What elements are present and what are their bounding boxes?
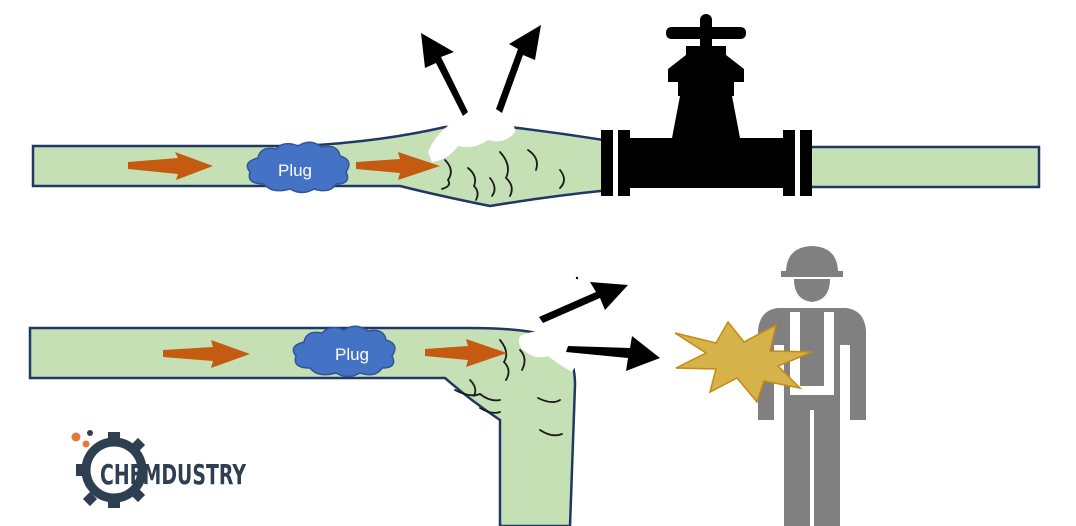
top-burst-arrow-left (421, 33, 468, 116)
gear-logo-icon (71, 430, 147, 508)
top-flow-arrow-2 (356, 152, 440, 180)
bottom-flow-arrows (163, 339, 507, 368)
bottom-rupture-opening (518, 331, 577, 372)
bottom-burst-arrow-lower (566, 336, 660, 371)
worker-icon (758, 246, 866, 526)
gate-valve-icon (601, 14, 812, 196)
bottom-burst-arrows (539, 276, 660, 371)
top-flow-arrow-1 (128, 152, 213, 180)
logo-text: CHEMDUSTRY (100, 458, 246, 491)
bottom-scene: Plug (28, 246, 866, 526)
impact-star-icon (674, 320, 813, 404)
chemdustry-logo: CHEMDUSTRY (71, 430, 246, 508)
top-burst-arrow-right (496, 25, 541, 113)
bottom-flow-arrow-2 (425, 339, 507, 367)
top-pipe-right (806, 145, 1041, 189)
bottom-rupture-cracks (454, 339, 563, 437)
top-plug: Plug (246, 141, 350, 194)
top-flow-arrows (128, 152, 440, 180)
top-plug-label: Plug (278, 161, 312, 180)
bottom-flow-arrow-1 (163, 340, 250, 368)
top-rupture-opening (428, 114, 515, 162)
top-rupture-cracks (441, 149, 565, 201)
top-burst-arrows (421, 25, 541, 116)
top-scene: Plug (31, 14, 1041, 208)
bottom-burst-arrow-upper (539, 282, 628, 323)
bottom-plug: Plug (292, 325, 396, 378)
bottom-plug-label: Plug (335, 345, 369, 364)
